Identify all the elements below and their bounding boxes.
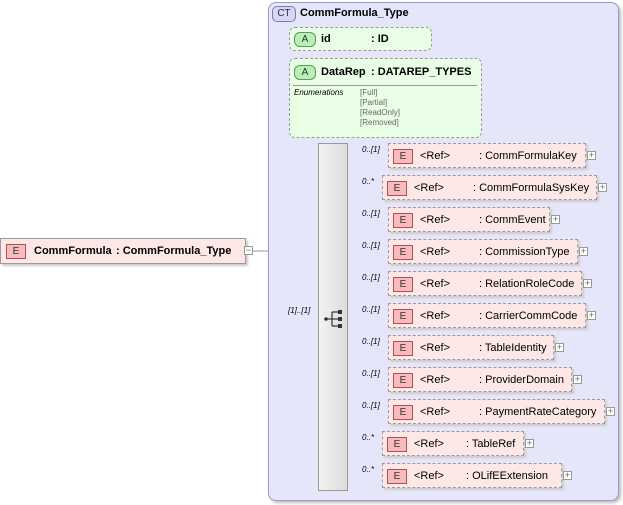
element-ref-label: <Ref> <box>420 342 450 354</box>
expand-icon[interactable]: + <box>598 182 607 192</box>
element-badge: E <box>393 245 413 260</box>
expand-icon[interactable]: + <box>587 150 596 160</box>
enumeration-value: [Full] <box>360 88 378 97</box>
enumeration-value: [Partial] <box>360 98 388 107</box>
element-cardinality: 0..[1] <box>362 209 380 218</box>
element-type: : PaymentRateCategory <box>479 406 597 418</box>
child-element[interactable]: E <Ref> : ProviderDomain <box>388 367 572 392</box>
element-ref-label: <Ref> <box>420 150 450 162</box>
element-cardinality: 0..[1] <box>362 273 380 282</box>
expand-icon[interactable]: + <box>563 470 572 480</box>
child-element[interactable]: E <Ref> : RelationRoleCode <box>388 271 582 296</box>
element-badge: E <box>387 181 407 196</box>
expand-icon[interactable]: + <box>555 342 564 352</box>
element-badge: E <box>6 244 26 259</box>
element-ref-label: <Ref> <box>420 278 450 290</box>
expand-icon[interactable]: + <box>583 278 592 288</box>
element-type: : OLifEExtension <box>466 470 548 482</box>
element-ref-label: <Ref> <box>414 182 444 194</box>
child-element[interactable]: E <Ref> : TableRef <box>382 431 524 456</box>
element-badge: E <box>387 469 407 484</box>
element-ref-label: <Ref> <box>414 470 444 482</box>
element-ref-label: <Ref> <box>420 406 450 418</box>
expand-icon[interactable]: + <box>587 310 596 320</box>
child-element[interactable]: E <Ref> : CarrierCommCode <box>388 303 586 328</box>
element-ref-label: <Ref> <box>420 246 450 258</box>
element-type: : CommFormulaKey <box>479 150 577 162</box>
element-type: : CarrierCommCode <box>479 310 578 322</box>
attribute-datarep[interactable]: A DataRep : DATAREP_TYPES Enumerations [… <box>289 58 482 138</box>
element-badge: E <box>387 437 407 452</box>
attribute-type: : ID <box>371 33 389 45</box>
attribute-badge: A <box>294 65 316 80</box>
expand-icon[interactable]: + <box>551 214 560 224</box>
element-badge: E <box>393 341 413 356</box>
child-element[interactable]: E <Ref> : PaymentRateCategory <box>388 399 605 424</box>
element-ref-label: <Ref> <box>414 438 444 450</box>
element-cardinality: 0..* <box>362 465 375 474</box>
element-type: : CommEvent <box>479 214 546 226</box>
element-badge: E <box>393 149 413 164</box>
expand-root-icon[interactable]: − <box>244 245 253 255</box>
attribute-badge: A <box>294 32 316 47</box>
element-type: : CommissionType <box>479 246 570 258</box>
child-element[interactable]: E <Ref> : CommFormulaSysKey <box>382 175 597 200</box>
enumeration-value: [Removed] <box>360 118 399 127</box>
expand-icon[interactable]: + <box>579 246 588 256</box>
attribute-id[interactable]: A id : ID <box>289 27 432 51</box>
sequence-icon <box>324 310 342 328</box>
enumerations-label: Enumerations <box>294 88 344 97</box>
child-element[interactable]: E <Ref> : TableIdentity <box>388 335 554 360</box>
divider <box>293 85 477 86</box>
complex-type-badge: CT <box>272 6 296 22</box>
element-cardinality: 0..[1] <box>362 305 380 314</box>
element-badge: E <box>393 309 413 324</box>
sequence-cardinality: [1]..[1] <box>288 306 311 315</box>
element-ref-label: <Ref> <box>420 310 450 322</box>
element-ref-label: <Ref> <box>420 214 450 226</box>
element-type: : ProviderDomain <box>479 374 564 386</box>
attribute-name: DataRep <box>321 66 366 78</box>
root-element-type: : CommFormula_Type <box>116 245 232 257</box>
element-cardinality: 0..* <box>362 177 375 186</box>
element-cardinality: 0..[1] <box>362 401 380 410</box>
element-badge: E <box>393 213 413 228</box>
element-type: : CommFormulaSysKey <box>473 182 590 194</box>
child-element[interactable]: E <Ref> : CommFormulaKey <box>388 143 586 168</box>
expand-icon[interactable]: + <box>525 438 534 448</box>
root-element-name: CommFormula <box>34 245 112 257</box>
root-element[interactable]: E CommFormula : CommFormula_Type <box>0 238 246 264</box>
element-cardinality: 0..* <box>362 433 375 442</box>
complex-type-title: CommFormula_Type <box>300 7 409 19</box>
element-type: : TableIdentity <box>479 342 547 354</box>
element-type: : TableRef <box>466 438 516 450</box>
element-cardinality: 0..[1] <box>362 369 380 378</box>
element-badge: E <box>393 405 413 420</box>
element-cardinality: 0..[1] <box>362 145 380 154</box>
element-cardinality: 0..[1] <box>362 241 380 250</box>
child-element[interactable]: E <Ref> : CommEvent <box>388 207 550 232</box>
expand-icon[interactable]: + <box>606 406 615 416</box>
enumeration-value: [ReadOnly] <box>360 108 401 117</box>
child-element[interactable]: E <Ref> : CommissionType <box>388 239 578 264</box>
element-ref-label: <Ref> <box>420 374 450 386</box>
expand-icon[interactable]: + <box>573 374 582 384</box>
element-cardinality: 0..[1] <box>362 337 380 346</box>
sequence-compositor[interactable] <box>318 143 348 491</box>
attribute-name: id <box>321 33 331 45</box>
child-element[interactable]: E <Ref> : OLifEExtension <box>382 463 562 488</box>
attribute-type: : DATAREP_TYPES <box>371 66 472 78</box>
element-badge: E <box>393 277 413 292</box>
element-badge: E <box>393 373 413 388</box>
element-type: : RelationRoleCode <box>479 278 575 290</box>
